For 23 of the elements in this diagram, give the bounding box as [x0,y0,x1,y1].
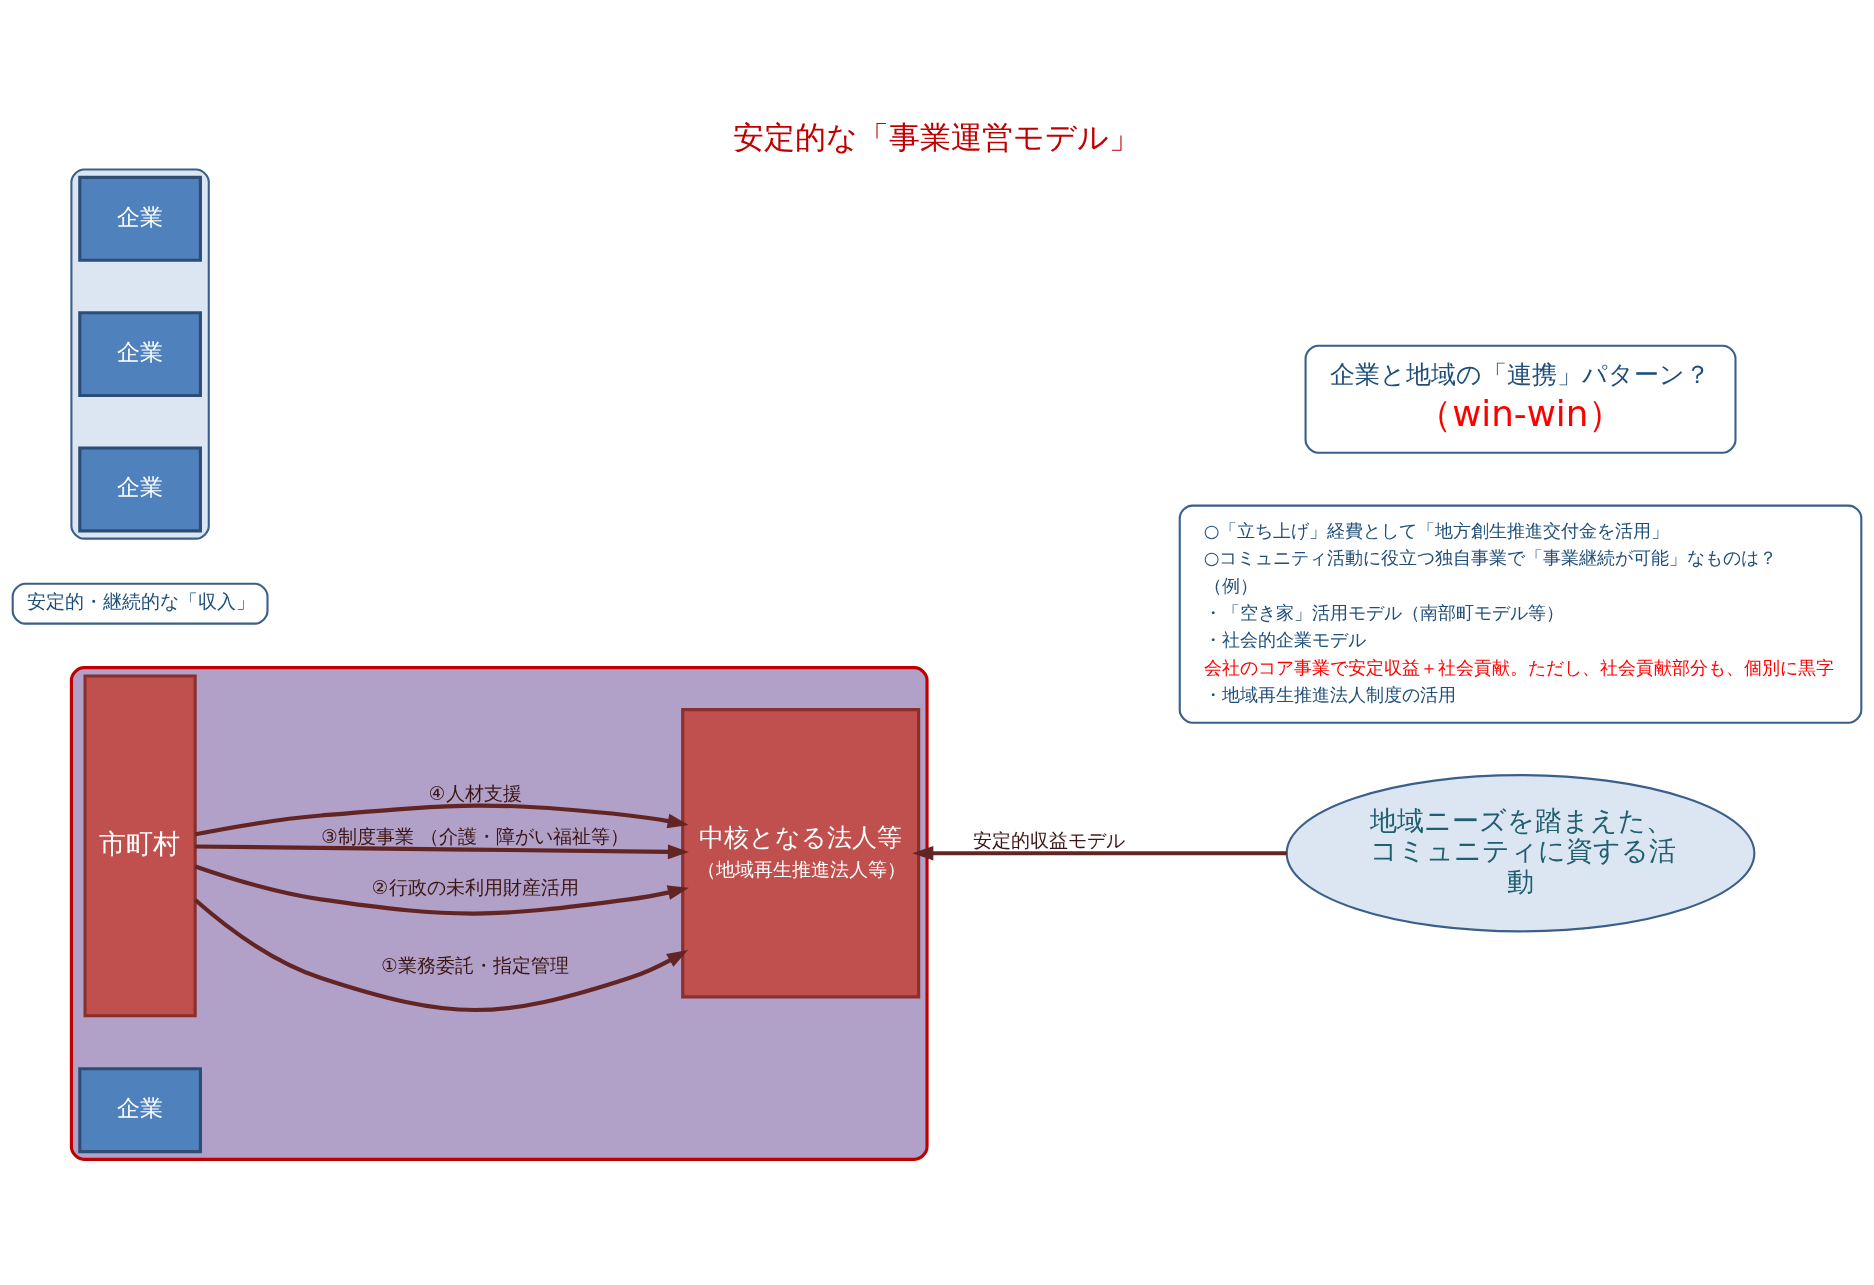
arrow [195,843,689,859]
arrow [194,864,689,916]
cluster [69,665,929,1161]
node-box: 市町村 [83,673,197,1017]
node-box: 中核となる法人等 （地域再生推進法人等） [681,707,921,998]
node-box: 安定的・継続的な「収入」 [11,582,269,625]
edge-label: ③制度事業 （介護・障がい福祉等） [321,824,630,847]
cluster [70,168,210,540]
node-ellipse: 地域ニーズを踏まえた、コミュニティに資する活動 [1285,773,1756,932]
arrow [912,845,1287,861]
node-box: ○「立ち上げ」経費として「地方創生推進交付金を活用」 ○コミュニティ活動に役立つ独自事業で「事業継続が可能」なものは？ （例） ・「空き家」活用モデル（南部町モデル等） ・社会的企業モデル 会社のコア事業で安定収益＋社会貢献。ただし、社会貢献部分も、個別に黒字 ・地域再生推進法人制度の活用 [1178,504,1863,724]
edge-label: ①業務委託・指定管理 [381,953,570,976]
node-box: 企業と地域の「連携」パターン？ （win-win） [1304,344,1737,454]
node-box: 企業 [78,310,202,397]
edge-label: ②行政の未利用財産活用 [371,875,579,897]
diagram-title: 安定的な「事業運営モデル」 [733,118,1141,155]
arrow [195,803,689,836]
edge-label: ④人材支援 [428,781,522,804]
node-box: 企業 [78,175,202,262]
edge-label: 安定的収益モデル [973,828,1126,851]
node-box: 企業 [78,445,202,532]
node-box: 企業 [78,1066,202,1153]
arrow [193,897,688,1012]
